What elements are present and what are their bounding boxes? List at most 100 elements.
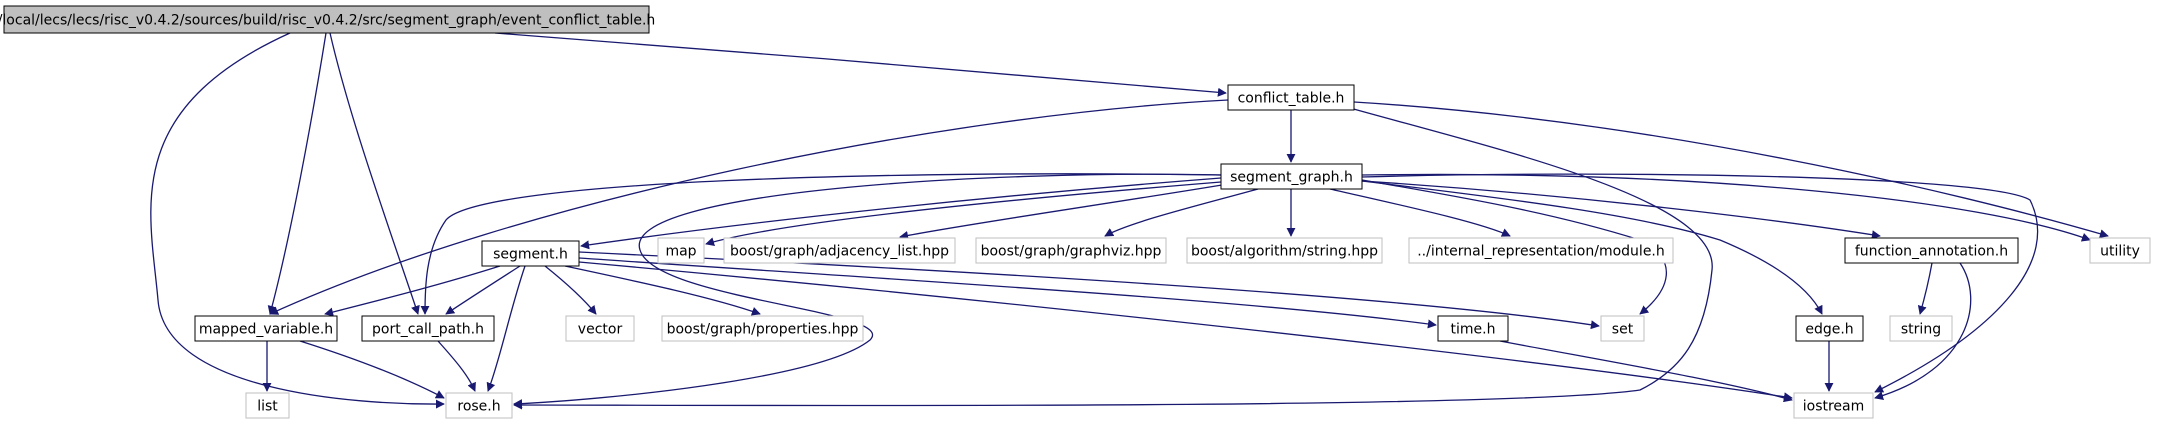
edge-segment_graph-to-edge xyxy=(1361,180,1823,315)
edge-line xyxy=(1917,262,1933,315)
edge-segment-to-iostream xyxy=(578,261,1793,402)
edge-mapped_variable-to-rose xyxy=(299,340,445,399)
edge-time-to-iostream xyxy=(1499,340,1793,403)
edge-segment-to-time xyxy=(578,257,1437,329)
edge-line xyxy=(513,107,1713,410)
edge-conflict_table-to-utility xyxy=(1353,101,2109,239)
node-box xyxy=(1889,315,1953,342)
node-string-hpp: boost/algorithm/string.hpp xyxy=(1186,237,1383,264)
node-list: list xyxy=(245,392,290,419)
edge-segment-to-port_call_path xyxy=(445,265,521,315)
node-box xyxy=(445,392,513,419)
edge-line xyxy=(299,340,445,399)
node-adjacency-list: boost/graph/adjacency_list.hpp xyxy=(723,237,956,264)
edge-function_annotation-to-string xyxy=(1917,262,1933,315)
node-box xyxy=(723,237,956,264)
edge-line xyxy=(578,257,1437,329)
edge-segment_graph-to-module xyxy=(1329,188,1511,237)
node-label: boost/graph/properties.hpp xyxy=(667,322,859,338)
edge-line xyxy=(899,184,1223,240)
node-box xyxy=(245,392,290,419)
node-label: set xyxy=(1612,322,1634,338)
edge-line xyxy=(324,265,501,317)
edge-port_call_path-to-rose xyxy=(437,340,476,392)
node-port-call-path[interactable]: port_call_path.h xyxy=(361,315,495,342)
node-box xyxy=(481,240,580,267)
nodes-layer: /local/lecs/lecs/risc_v0.4.2/sources/bui… xyxy=(0,5,2151,419)
edge-line xyxy=(513,173,1222,409)
edges-layer xyxy=(150,32,2109,410)
node-label: boost/graph/adjacency_list.hpp xyxy=(730,244,949,260)
node-label: list xyxy=(257,399,278,415)
edge-line xyxy=(420,173,1222,315)
node-label: rose.h xyxy=(457,399,500,415)
node-edge[interactable]: edge.h xyxy=(1795,315,1864,342)
node-label: utility xyxy=(2100,244,2140,260)
node-module: ../internal_representation/module.h xyxy=(1408,237,1674,264)
edge-line xyxy=(437,340,476,392)
node-utility: utility xyxy=(2089,237,2151,264)
edge-line xyxy=(486,265,526,392)
node-box xyxy=(657,237,705,264)
node-box xyxy=(565,315,635,342)
edge-line xyxy=(1361,180,1881,240)
edge-line xyxy=(1361,180,1823,315)
edge-line xyxy=(564,265,761,316)
edge-segment_graph-to-map xyxy=(705,181,1222,247)
node-map: map xyxy=(657,237,705,264)
edge-line xyxy=(329,32,420,315)
node-segment-graph[interactable]: segment_graph.h xyxy=(1220,163,1363,190)
node-label: port_call_path.h xyxy=(372,322,484,338)
edge-segment-to-mapped_variable xyxy=(324,265,501,317)
node-box xyxy=(975,237,1167,264)
edge-line xyxy=(150,32,445,409)
node-box xyxy=(1227,84,1355,111)
edge-segment-to-vector xyxy=(544,265,597,315)
edge-line xyxy=(1361,173,2091,242)
edge-line xyxy=(578,261,1793,402)
edge-segment_graph-to-set xyxy=(1361,179,1668,315)
edge-segment_graph-to-utility xyxy=(1361,173,2091,242)
edge-line xyxy=(445,265,521,315)
node-label: map xyxy=(665,244,696,260)
node-rose: rose.h xyxy=(445,392,513,419)
edge-segment_graph-to-adjacency_list xyxy=(899,184,1223,240)
edge-segment_graph-to-graphviz xyxy=(1104,188,1259,237)
edge-segment-to-rose xyxy=(486,265,526,392)
node-segment[interactable]: segment.h xyxy=(481,240,580,267)
node-box xyxy=(1408,237,1674,264)
edge-segment_graph-to-function_annotation xyxy=(1361,180,1881,240)
node-label: mapped_variable.h xyxy=(199,322,333,338)
edge-line xyxy=(1104,188,1259,237)
edge-line xyxy=(267,32,327,315)
node-function-annotation[interactable]: function_annotation.h xyxy=(1844,237,2019,264)
node-string: string xyxy=(1889,315,1953,342)
node-box xyxy=(1793,392,1874,419)
edge-conflict_table-to-mapped_variable xyxy=(269,99,1229,315)
node-label: string xyxy=(1901,322,1941,338)
node-label: segment.h xyxy=(493,247,568,263)
edge-line xyxy=(1499,340,1793,403)
node-box xyxy=(2089,237,2151,264)
node-label: ../internal_representation/module.h xyxy=(1417,244,1665,260)
node-vector: vector xyxy=(565,315,635,342)
edge-segment_graph-to-iostream xyxy=(1361,173,2039,393)
node-conflict-table[interactable]: conflict_table.h xyxy=(1227,84,1355,111)
edge-line xyxy=(544,265,597,315)
edge-line xyxy=(1874,262,1972,401)
node-box xyxy=(194,315,338,342)
node-box xyxy=(1844,237,2019,264)
edge-function_annotation-to-iostream xyxy=(1874,262,1972,401)
node-label: boost/algorithm/string.hpp xyxy=(1191,244,1378,260)
edge-line xyxy=(1361,179,1668,315)
node-label: /local/lecs/lecs/risc_v0.4.2/sources/bui… xyxy=(0,13,655,29)
node-label: boost/graph/graphviz.hpp xyxy=(981,244,1162,260)
edge-line xyxy=(494,32,1227,97)
node-time[interactable]: time.h xyxy=(1437,315,1509,342)
node-root: /local/lecs/lecs/risc_v0.4.2/sources/bui… xyxy=(0,5,655,34)
node-box xyxy=(1220,163,1363,190)
node-label: iostream xyxy=(1803,399,1865,415)
node-set: set xyxy=(1600,315,1645,342)
node-mapped-variable[interactable]: mapped_variable.h xyxy=(194,315,338,342)
